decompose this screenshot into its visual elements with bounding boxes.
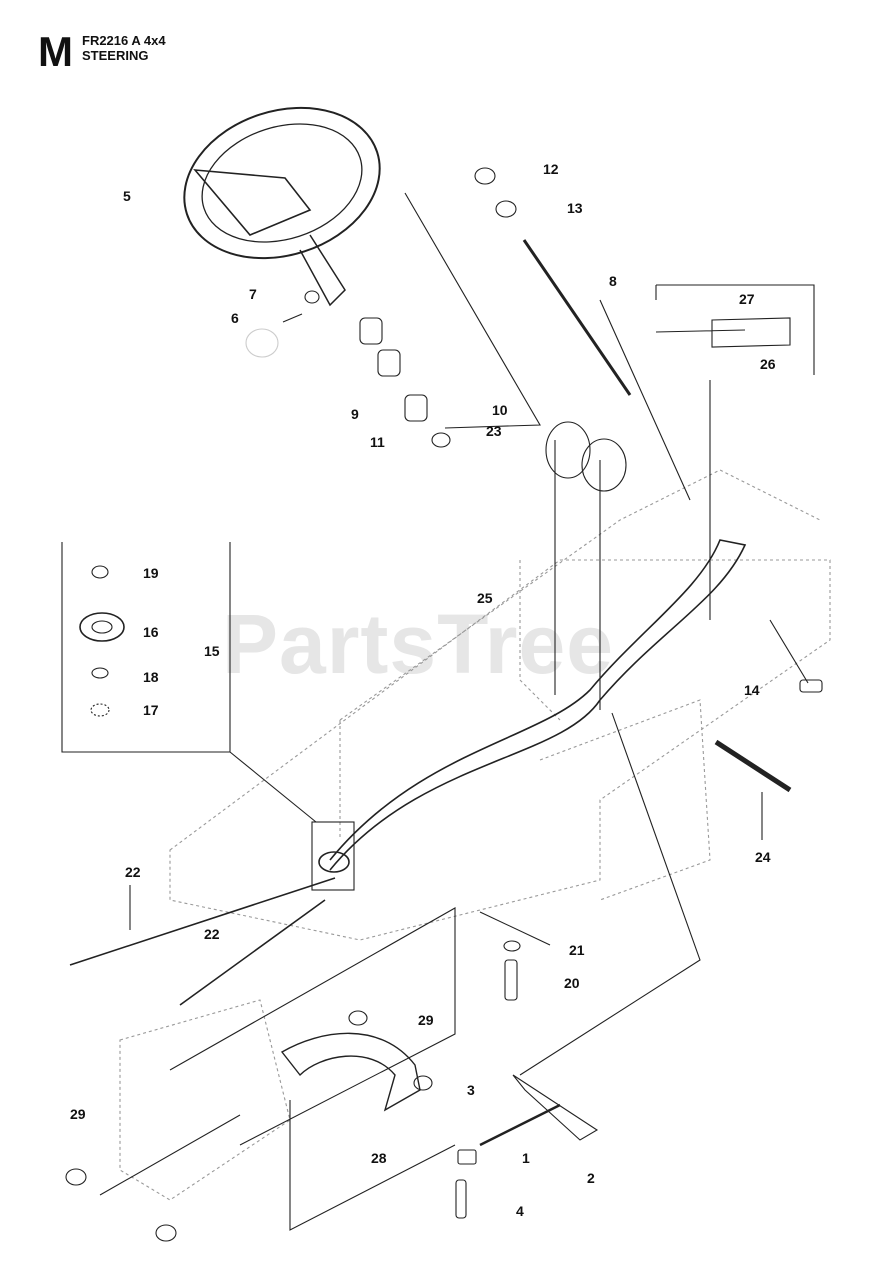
rod-22b bbox=[179, 899, 326, 1006]
callout-28: 28 bbox=[371, 1150, 387, 1166]
pulley-a bbox=[545, 421, 591, 479]
callout-27: 27 bbox=[739, 291, 755, 307]
bolt-14 bbox=[799, 679, 823, 693]
callout-12: 12 bbox=[543, 161, 559, 177]
callout-16: 16 bbox=[143, 624, 159, 640]
callout-20: 20 bbox=[564, 975, 580, 991]
bottom-pulley-frame bbox=[311, 821, 355, 891]
callout-4: 4 bbox=[516, 1203, 524, 1219]
callout-14: 14 bbox=[744, 682, 760, 698]
steering-wheel bbox=[183, 106, 381, 307]
callout-18: 18 bbox=[143, 669, 159, 685]
callout-25: 25 bbox=[477, 590, 493, 606]
nut-3 bbox=[457, 1149, 477, 1165]
callout-5: 5 bbox=[123, 188, 131, 204]
cable-end-27-26 bbox=[655, 317, 791, 348]
drive-cable bbox=[329, 539, 747, 871]
callout-1: 1 bbox=[522, 1150, 530, 1166]
callout-15: 15 bbox=[204, 643, 220, 659]
rod-1 bbox=[479, 1103, 561, 1147]
section-title: STEERING bbox=[82, 48, 149, 63]
callout-11: 11 bbox=[370, 434, 385, 450]
callout-17: 17 bbox=[143, 702, 159, 718]
callout-13: 13 bbox=[567, 200, 583, 216]
callout-29b: 29 bbox=[70, 1106, 86, 1122]
steering-column-parts bbox=[245, 167, 632, 448]
pulley-b bbox=[581, 438, 627, 492]
callout-3: 3 bbox=[467, 1082, 475, 1098]
callout-9: 9 bbox=[351, 406, 359, 422]
section-letter: M bbox=[38, 28, 73, 75]
watermark: PartsTree bbox=[222, 597, 614, 691]
callout-19: 19 bbox=[143, 565, 159, 581]
chassis-frame bbox=[119, 469, 831, 1201]
bolt-20 bbox=[504, 959, 518, 1001]
callout-24: 24 bbox=[755, 849, 771, 865]
callout-6: 6 bbox=[231, 310, 239, 326]
shaft-24 bbox=[714, 739, 792, 793]
inset-box-15 bbox=[61, 542, 317, 823]
leader-lines bbox=[404, 192, 809, 1076]
callout-2: 2 bbox=[587, 1170, 595, 1186]
callout-29a: 29 bbox=[418, 1012, 434, 1028]
callout-7: 7 bbox=[249, 286, 257, 302]
model-number: FR2216 A 4x4 bbox=[82, 33, 166, 48]
leader-box-8 bbox=[655, 284, 815, 375]
rod-22a bbox=[69, 877, 336, 966]
bracket-29 bbox=[280, 1032, 421, 1112]
callout-23: 23 bbox=[486, 423, 502, 439]
bolt-4 bbox=[455, 1179, 467, 1219]
callout-22b: 22 bbox=[204, 926, 220, 942]
plate-2 bbox=[512, 1074, 599, 1141]
callout-26: 26 bbox=[760, 356, 776, 372]
callout-21: 21 bbox=[569, 942, 585, 958]
callout-8: 8 bbox=[609, 273, 617, 289]
callout-22a: 22 bbox=[125, 864, 141, 880]
callout-10: 10 bbox=[492, 402, 508, 418]
leader-box-28 bbox=[99, 907, 456, 1231]
